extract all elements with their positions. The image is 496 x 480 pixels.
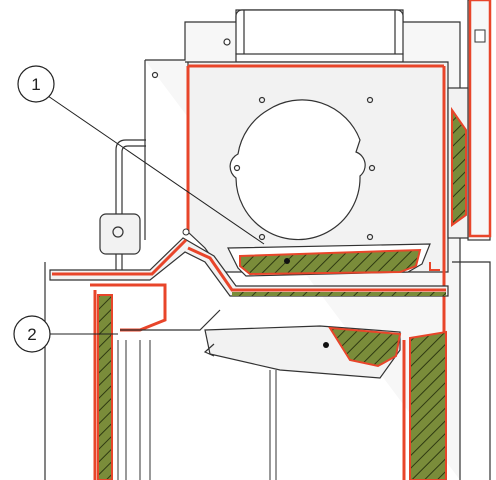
callout-1: 1	[17, 65, 265, 245]
callout-1-leader	[47, 95, 265, 245]
grate-funnel	[49, 228, 449, 297]
callout-2-circle	[13, 315, 51, 353]
right-heat-shield	[447, 0, 492, 239]
right-insulation-block	[402, 261, 491, 480]
upper-ash-tray	[227, 243, 440, 277]
callout-2: 2	[13, 315, 118, 353]
callout-1-label: 1	[31, 75, 40, 94]
lower-ash-drawer	[203, 325, 402, 379]
lower-frame	[44, 262, 277, 480]
flue-opening	[229, 96, 376, 241]
callout-1-circle	[17, 65, 55, 103]
callout-2-label: 2	[27, 325, 36, 344]
handle-rod	[99, 139, 146, 280]
top-vent	[151, 9, 404, 79]
